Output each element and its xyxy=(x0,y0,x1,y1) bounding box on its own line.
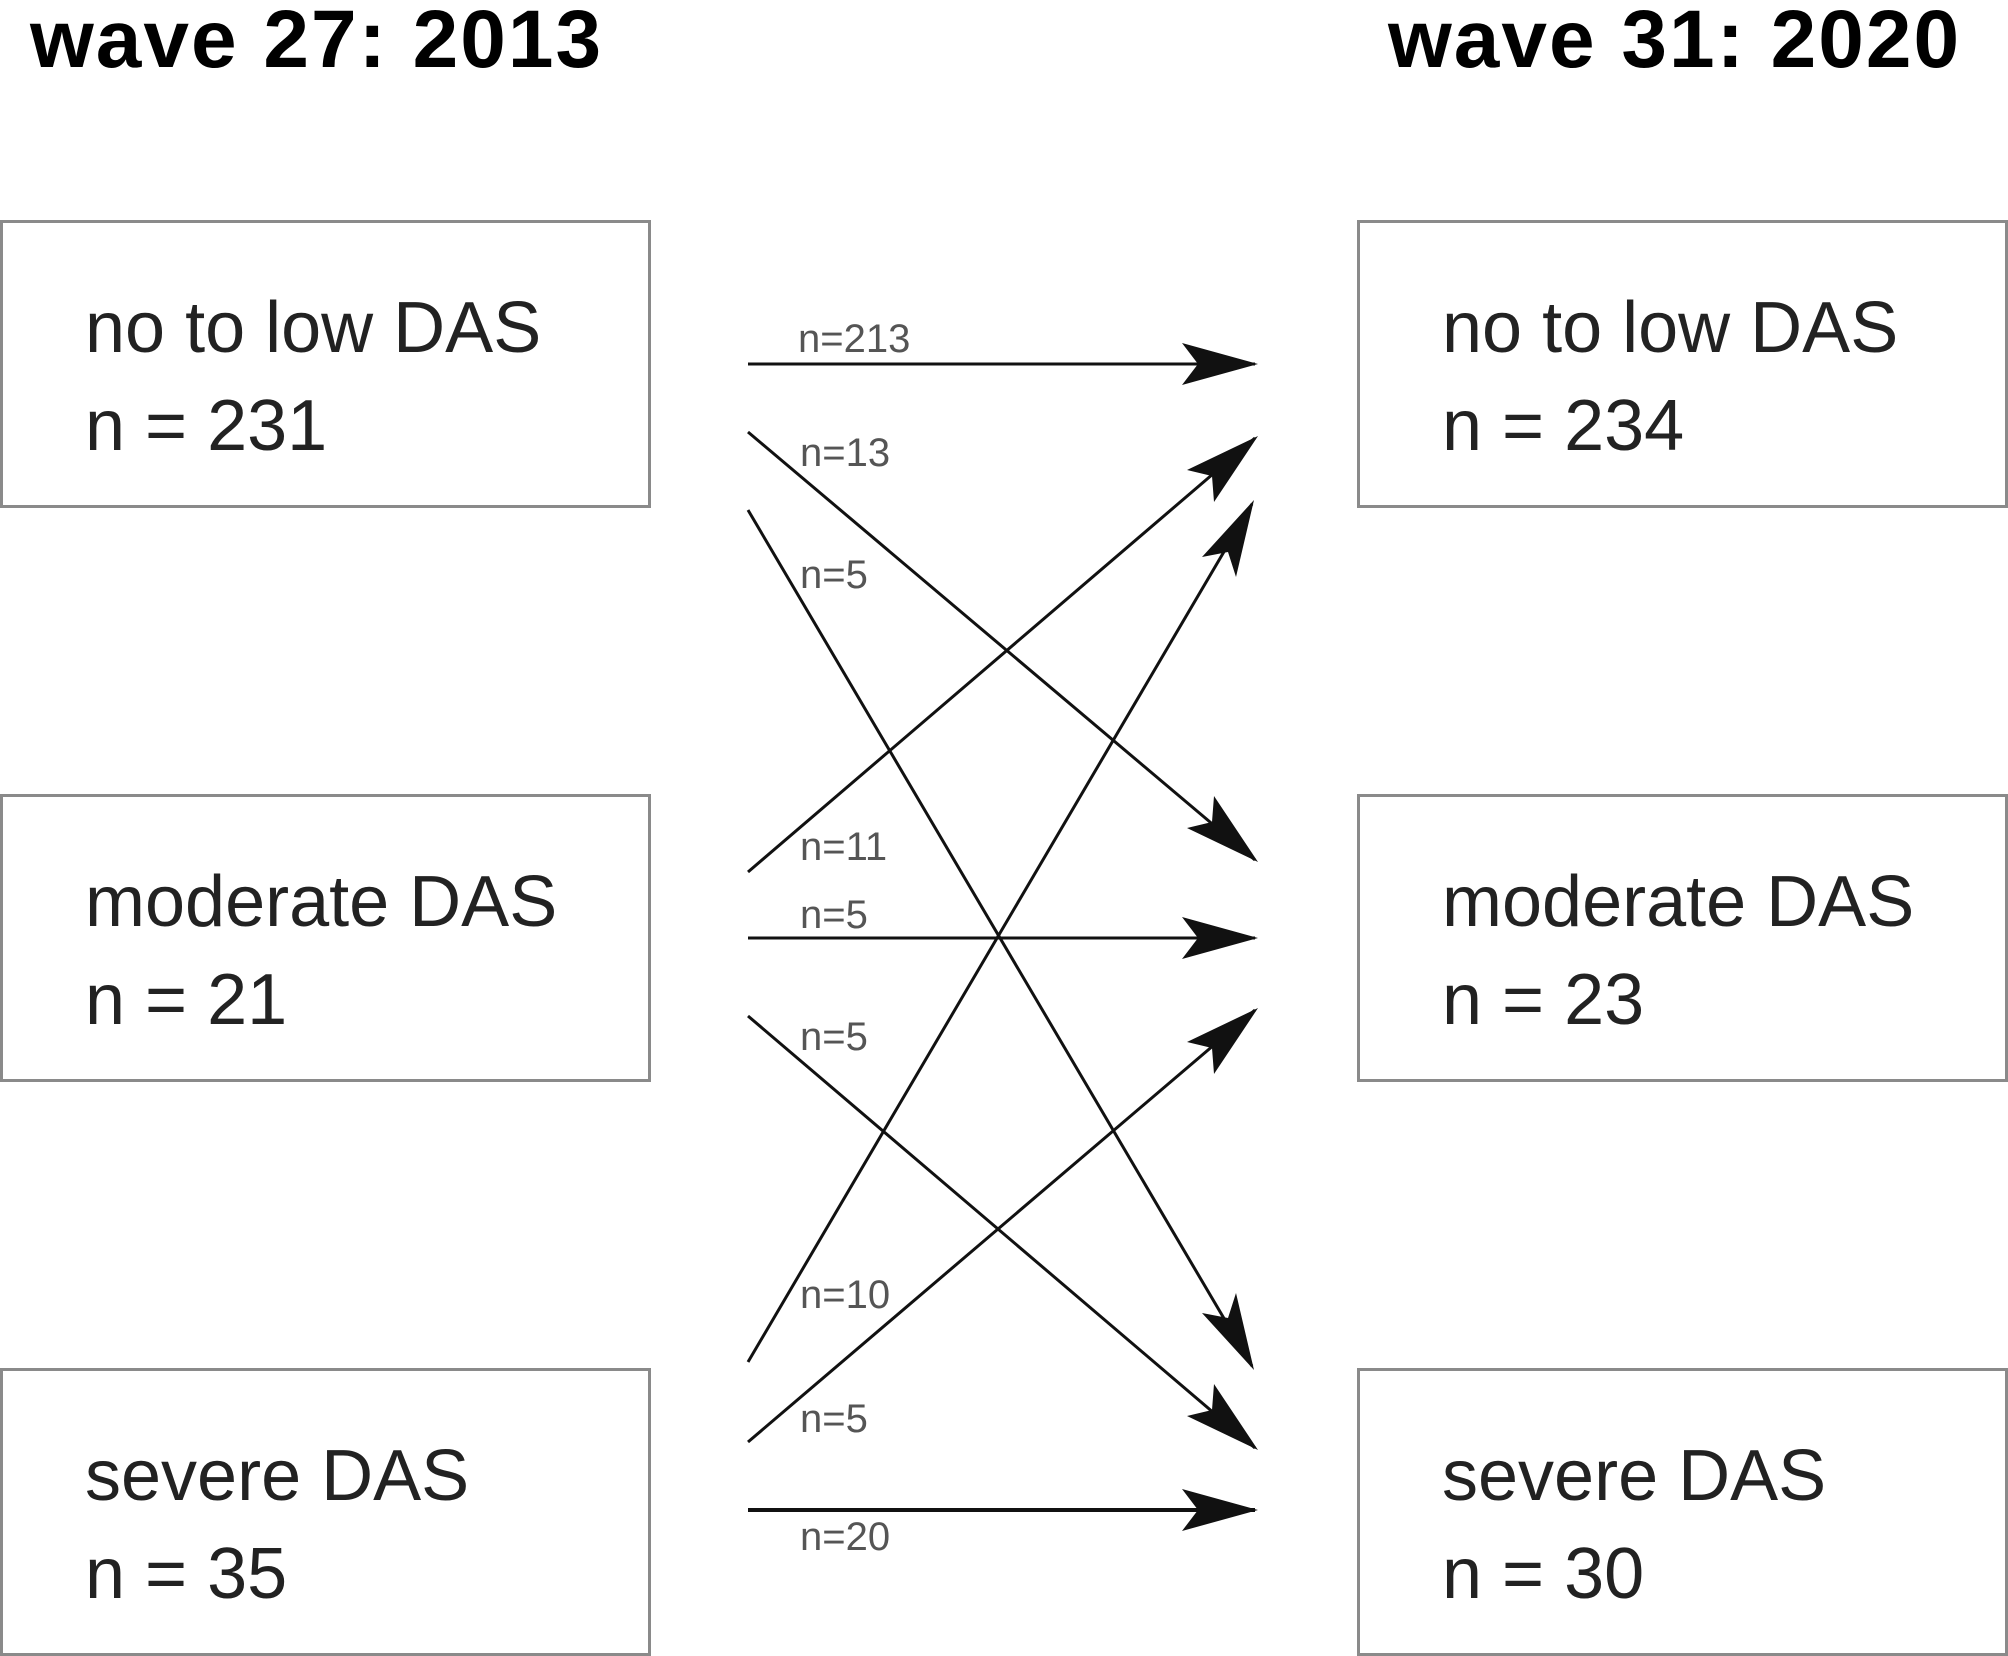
right-wave-header: wave 31: 2020 xyxy=(1388,0,1962,85)
flow-label-0-to-2: n=5 xyxy=(800,553,868,597)
left-box-severe: severe DAS n = 35 xyxy=(0,1368,651,1656)
right-box-severe: severe DAS n = 30 xyxy=(1357,1368,2008,1656)
flow-arrow-0-to-1: n=13 xyxy=(747,430,1258,862)
box-category-label: moderate DAS xyxy=(85,862,558,942)
left-wave-header: wave 27: 2013 xyxy=(30,0,604,85)
flow-arrow-2-to-0: n=10 xyxy=(746,500,1254,1363)
left-box-moderate: moderate DAS n = 21 xyxy=(0,794,651,1082)
box-count-label: n = 23 xyxy=(1442,960,1645,1040)
flow-label-1-to-1: n=5 xyxy=(800,893,868,937)
box-count-label: n = 234 xyxy=(1442,386,1685,466)
flow-arrow-1-to-1: n=5 xyxy=(748,893,1258,959)
flow-label-1-to-2: n=5 xyxy=(800,1015,868,1059)
box-count-label: n = 30 xyxy=(1442,1534,1645,1614)
flow-arrow-2-to-1: n=5 xyxy=(747,1008,1258,1444)
box-category-label: no to low DAS xyxy=(85,288,542,368)
flow-label-0-to-0: n=213 xyxy=(798,317,910,361)
right-box-moderate: moderate DAS n = 23 xyxy=(1357,794,2008,1082)
box-category-label: severe DAS xyxy=(85,1436,470,1516)
flow-label-0-to-1: n=13 xyxy=(800,431,890,475)
box-category-label: severe DAS xyxy=(1442,1436,1827,1516)
flow-arrow-1-to-2: n=5 xyxy=(747,1014,1258,1450)
flow-label-1-to-0: n=11 xyxy=(800,825,887,869)
flow-label-2-to-2: n=20 xyxy=(800,1515,890,1559)
box-count-label: n = 21 xyxy=(85,960,288,1040)
flow-label-2-to-1: n=5 xyxy=(800,1397,868,1441)
flow-arrow-2-to-2: n=20 xyxy=(748,1489,1258,1559)
flow-arrow-1-to-0: n=11 xyxy=(747,436,1258,874)
box-category-label: moderate DAS xyxy=(1442,862,1915,942)
right-box-no-to-low: no to low DAS n = 234 xyxy=(1357,220,2008,508)
box-count-label: n = 231 xyxy=(85,386,328,466)
box-count-label: n = 35 xyxy=(85,1534,288,1614)
left-box-no-to-low: no to low DAS n = 231 xyxy=(0,220,651,508)
flow-arrow-0-to-0: n=213 xyxy=(748,317,1258,385)
box-category-label: no to low DAS xyxy=(1442,288,1899,368)
flow-arrow-0-to-2: n=5 xyxy=(746,509,1254,1370)
flow-label-2-to-0: n=10 xyxy=(800,1273,890,1317)
